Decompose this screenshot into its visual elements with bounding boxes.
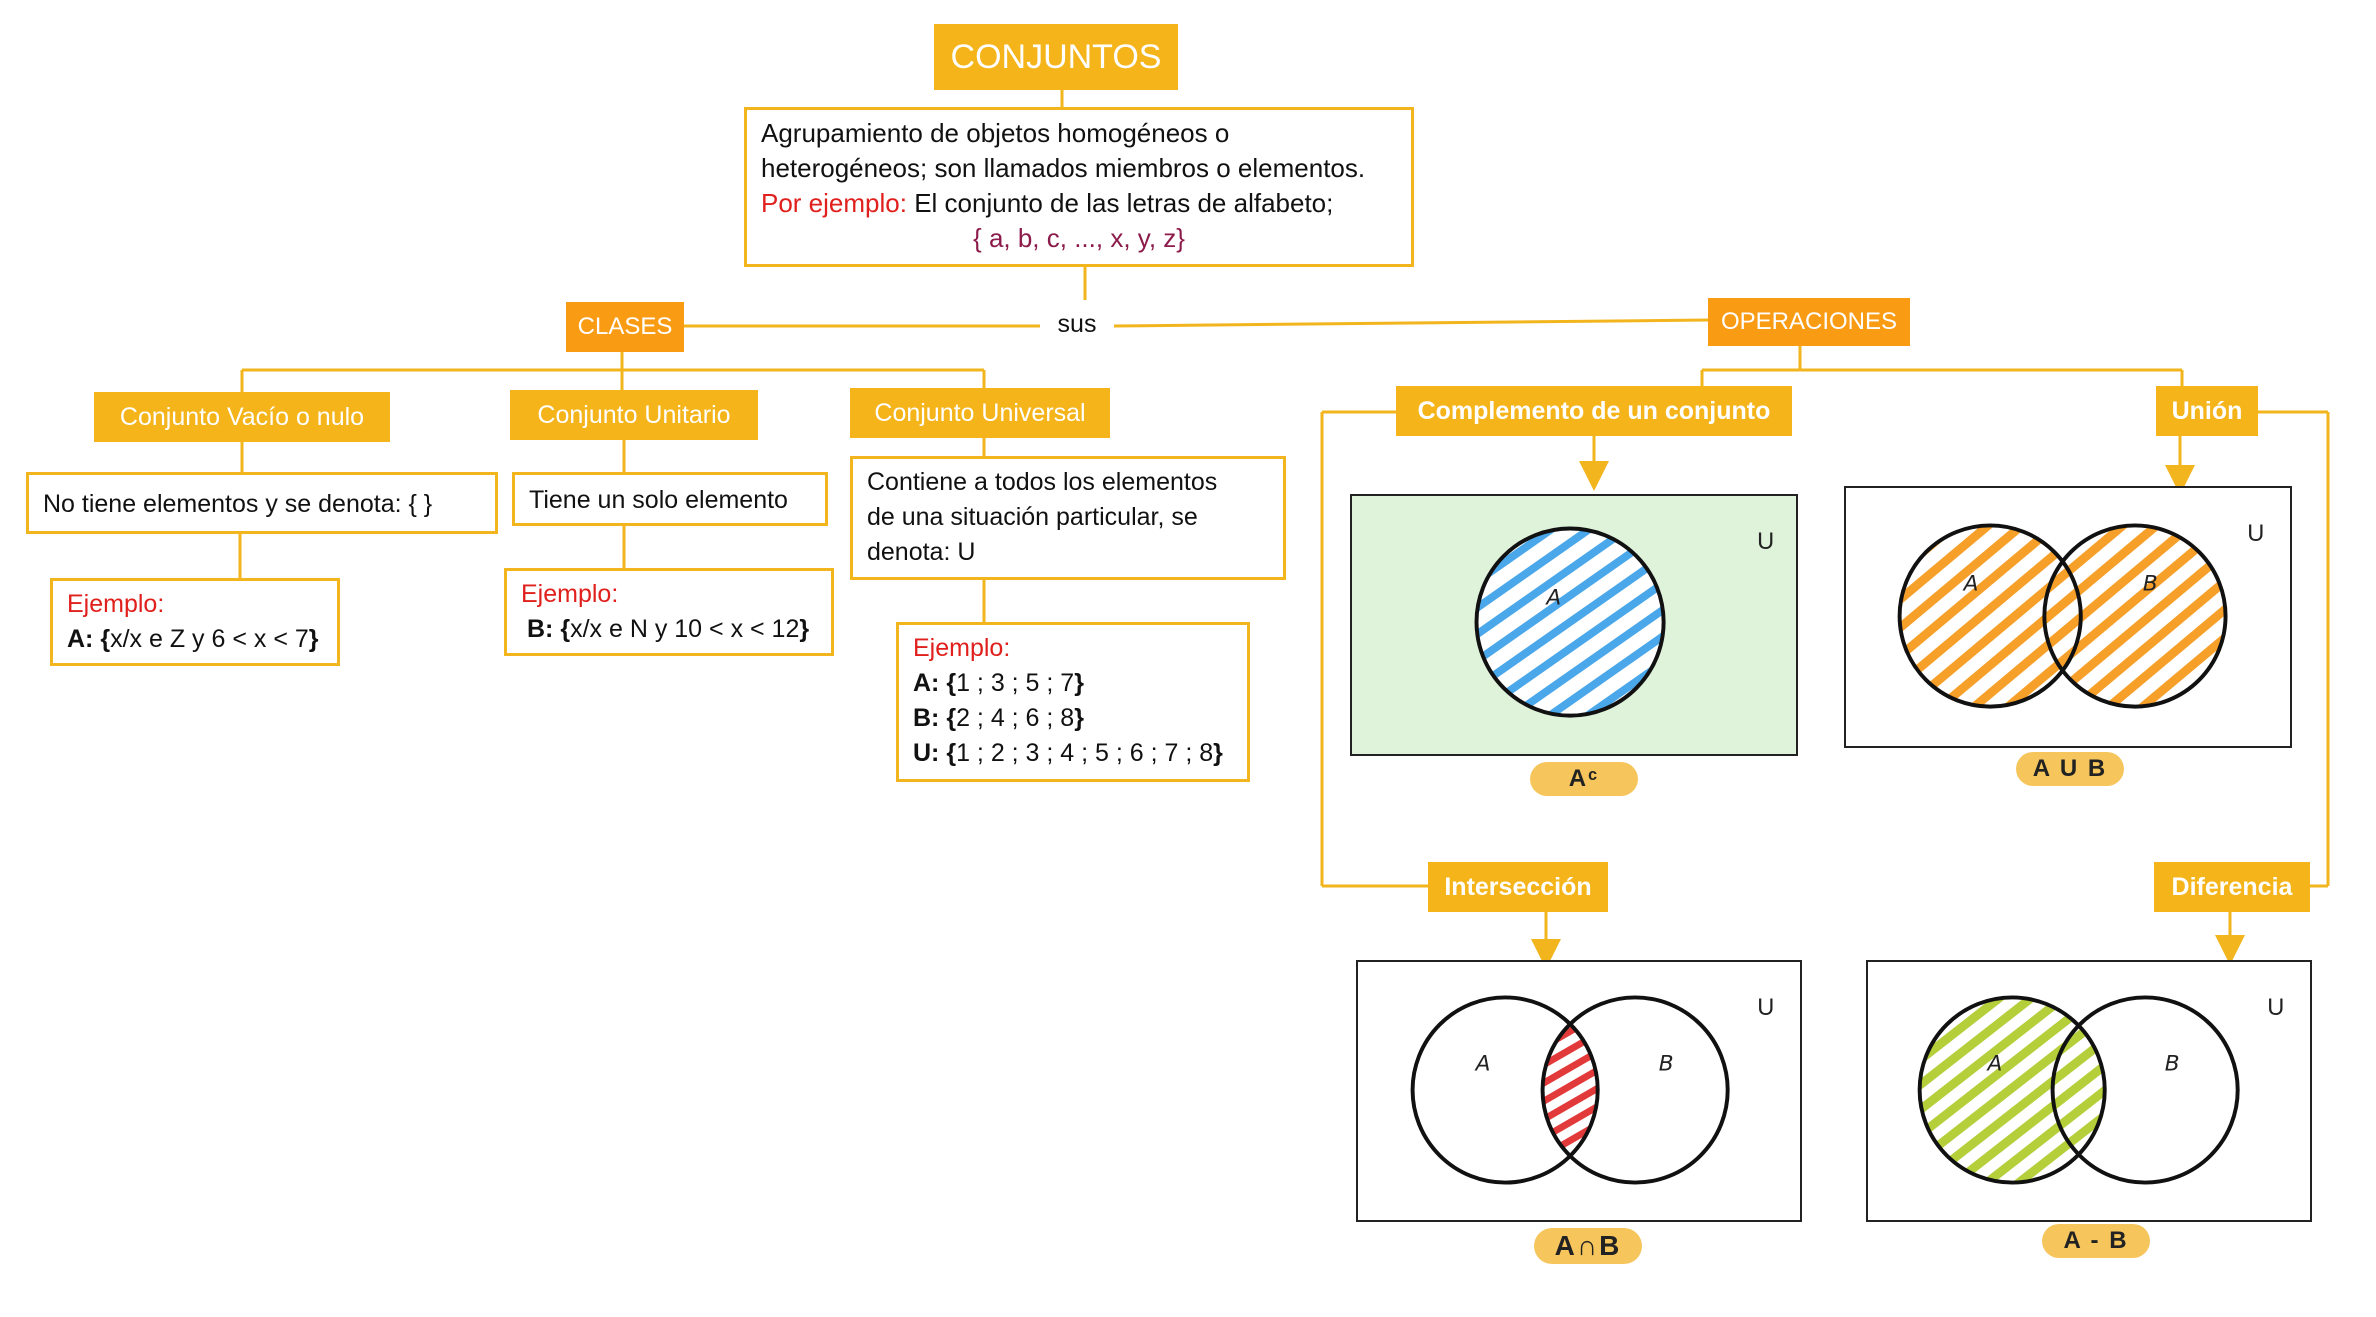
venn-complemento-drawing: A U xyxy=(1474,526,1774,718)
union-caption-text: A U B xyxy=(2032,755,2108,782)
title-text: CONJUNTOS xyxy=(950,37,1162,76)
diferencia-caption: A - B xyxy=(2042,1224,2150,1258)
definition-box: Agrupamiento de objetos homogéneos o het… xyxy=(744,107,1414,267)
vacio-example-body: x/x e Z y 6 < x < 7 xyxy=(110,625,309,653)
complemento-header: Complemento de un conjunto xyxy=(1396,386,1792,436)
venn-diferencia-drawing: A B U xyxy=(1917,995,2284,1185)
unitario-example-box: Ejemplo: B: {x/x e N y 10 < x < 12} xyxy=(504,568,834,656)
universal-desc-3: denota: U xyxy=(867,538,976,566)
venn-interseccion-drawing: A B U xyxy=(1410,995,1774,1185)
connector-word: sus xyxy=(1040,310,1114,344)
unitario-title: Conjunto Unitario xyxy=(537,400,731,429)
diferencia-set-a: A xyxy=(1986,1051,2003,1076)
unitario-example-close: } xyxy=(799,615,810,643)
unitario-desc: Tiene un solo elemento xyxy=(529,486,788,514)
complemento-caption: Aᶜ xyxy=(1530,762,1638,796)
definition-example: Por ejemplo: El conjunto de las letras d… xyxy=(761,186,1397,221)
ex-a-body: 1 ; 3 ; 5 ; 7 xyxy=(956,669,1075,697)
vacio-desc-box: No tiene elementos y se denota: { } xyxy=(26,472,498,534)
operaciones-header: OPERACIONES xyxy=(1708,298,1910,346)
complemento-set-a: A xyxy=(1544,585,1561,610)
universal-example-label: Ejemplo: xyxy=(913,634,1011,662)
connector-word-text: sus xyxy=(1057,310,1097,338)
alphabet-set: { a, b, c, ..., x, y, z} xyxy=(973,223,1185,253)
unitario-example-open: { xyxy=(553,615,571,643)
interseccion-set-a: A xyxy=(1474,1051,1491,1076)
diferencia-caption-text: A - B xyxy=(2063,1227,2129,1254)
ex-u-open: { xyxy=(939,739,957,767)
venn-complemento: A U xyxy=(1350,494,1798,756)
ex-u-close: } xyxy=(1213,739,1223,767)
ex-a-close: } xyxy=(1074,669,1084,697)
union-set-b: B xyxy=(2143,571,2158,596)
ex-b-body: 2 ; 4 ; 6 ; 8 xyxy=(956,704,1075,732)
vacio-example-var: A: xyxy=(67,625,94,653)
ex-a-open: { xyxy=(939,669,957,697)
unitario-desc-box: Tiene un solo elemento xyxy=(512,472,828,526)
clases-header: CLASES xyxy=(566,302,684,352)
ex-b-var: B: xyxy=(913,704,940,732)
interseccion-universe: U xyxy=(1757,995,1774,1021)
vacio-example-close: } xyxy=(308,625,319,653)
union-caption: A U B xyxy=(2016,752,2124,786)
example-text: El conjunto de las letras de alfabeto; xyxy=(906,188,1334,218)
universal-example-u: U: {1 ; 2 ; 3 ; 4 ; 5 ; 6 ; 7 ; 8} xyxy=(913,736,1233,771)
vacio-desc: No tiene elementos y se denota: { } xyxy=(43,490,433,518)
union-universe: U xyxy=(2247,521,2264,547)
definition-line-2: heterogéneos; son llamados miembros o el… xyxy=(761,153,1366,183)
interseccion-set-b: B xyxy=(1659,1051,1674,1076)
vacio-example-box: Ejemplo: A: {x/x e Z y 6 < x < 7} xyxy=(50,578,340,666)
universal-header: Conjunto Universal xyxy=(850,388,1110,438)
complemento-title: Complemento de un conjunto xyxy=(1417,396,1771,425)
definition-line-1: Agrupamiento de objetos homogéneos o xyxy=(761,118,1230,148)
title: CONJUNTOS xyxy=(934,24,1178,90)
universal-example-b: B: {2 ; 4 ; 6 ; 8} xyxy=(913,701,1233,736)
union-header: Unión xyxy=(2156,386,2258,436)
interseccion-caption: A∩B xyxy=(1534,1228,1642,1264)
interseccion-title: Intersección xyxy=(1444,872,1592,901)
vacio-example-set: A: {x/x e Z y 6 < x < 7} xyxy=(67,622,323,657)
union-title: Unión xyxy=(2171,396,2243,425)
ex-a-var: A: xyxy=(913,669,940,697)
ex-b-open: { xyxy=(939,704,957,732)
vacio-example-label: Ejemplo: xyxy=(67,590,165,618)
vacio-example-open: { xyxy=(93,625,111,653)
ex-b-close: } xyxy=(1074,704,1084,732)
unitario-example-var: B: xyxy=(527,615,554,643)
operaciones-label: OPERACIONES xyxy=(1720,308,1898,335)
universal-example-a: A: {1 ; 3 ; 5 ; 7} xyxy=(913,666,1233,701)
ex-u-var: U: xyxy=(913,739,940,767)
unitario-example-set: B: {x/x e N y 10 < x < 12} xyxy=(521,612,817,647)
unitario-header: Conjunto Unitario xyxy=(510,390,758,440)
union-set-a: A xyxy=(1962,571,1979,596)
interseccion-caption-text: A∩B xyxy=(1554,1230,1622,1261)
unitario-example-label: Ejemplo: xyxy=(521,580,619,608)
vacio-title: Conjunto Vacío o nulo xyxy=(119,402,365,431)
complemento-universe: U xyxy=(1757,529,1774,555)
diferencia-title: Diferencia xyxy=(2171,872,2293,901)
universal-desc-1: Contiene a todos los elementos xyxy=(867,468,1218,496)
diferencia-set-b: B xyxy=(2165,1051,2180,1076)
example-label: Por ejemplo: xyxy=(761,188,907,218)
venn-interseccion: A B U xyxy=(1356,960,1802,1222)
ex-u-body: 1 ; 2 ; 3 ; 4 ; 5 ; 6 ; 7 ; 8 xyxy=(956,739,1214,767)
clases-label: CLASES xyxy=(577,313,673,340)
venn-union-drawing: A B U xyxy=(1897,521,2264,709)
universal-desc-box: Contiene a todos los elementos de una si… xyxy=(850,456,1286,580)
venn-diferencia: A B U xyxy=(1866,960,2312,1222)
complemento-caption-text: Aᶜ xyxy=(1568,765,1600,792)
vacio-header: Conjunto Vacío o nulo xyxy=(94,392,390,442)
universal-title: Conjunto Universal xyxy=(874,398,1086,427)
diferencia-header: Diferencia xyxy=(2154,862,2310,912)
diferencia-universe: U xyxy=(2267,995,2284,1021)
venn-union: A B U xyxy=(1844,486,2292,748)
interseccion-header: Intersección xyxy=(1428,862,1608,912)
unitario-example-body: x/x e N y 10 < x < 12 xyxy=(570,615,800,643)
universal-desc-2: de una situación particular, se xyxy=(867,503,1198,531)
universal-example-box: Ejemplo: A: {1 ; 3 ; 5 ; 7} B: {2 ; 4 ; … xyxy=(896,622,1250,782)
